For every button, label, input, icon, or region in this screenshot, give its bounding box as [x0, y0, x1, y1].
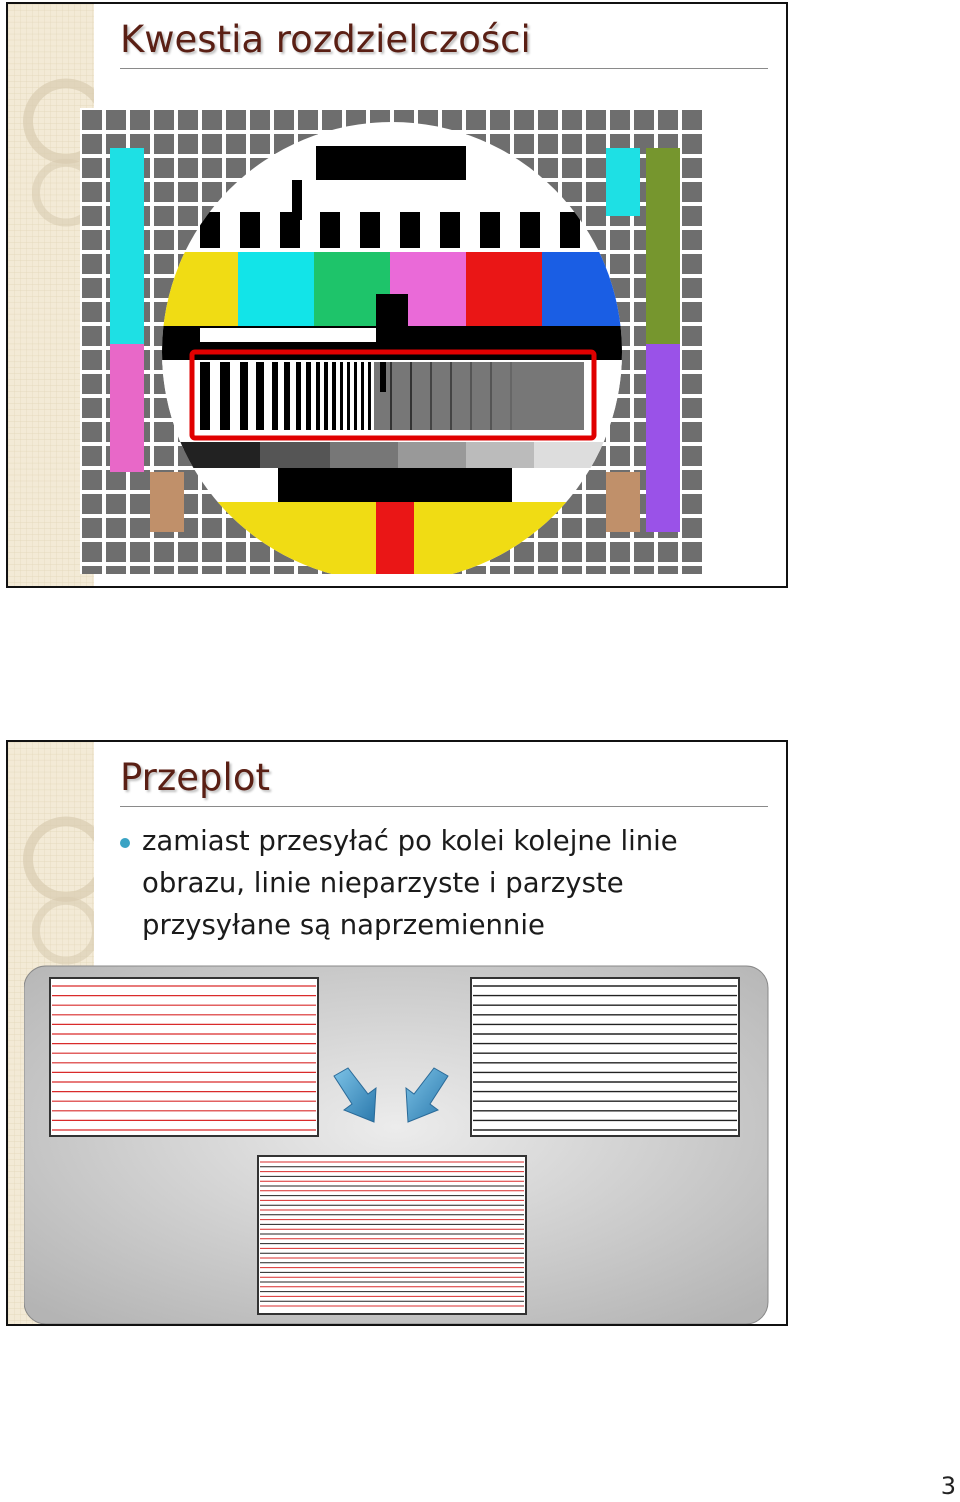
title-divider — [120, 68, 768, 69]
even-lines-frame — [470, 977, 740, 1137]
combined-frame — [257, 1155, 527, 1315]
arrow-left-icon — [333, 1067, 377, 1123]
slide-title: Przeplot — [120, 756, 270, 799]
slide-2: Przeplot zamiast przesyłać po kolei kole… — [6, 740, 788, 1326]
resolution-highlight-box — [189, 349, 597, 441]
bullet-icon — [120, 838, 130, 848]
interlace-diagram — [24, 965, 769, 1324]
slide-1: Kwestia rozdzielczości — [6, 2, 788, 588]
tv-test-card-image — [80, 108, 706, 574]
title-divider — [120, 806, 768, 807]
slide-title: Kwestia rozdzielczości — [120, 18, 531, 61]
page-number: 3 — [940, 1472, 956, 1500]
bullet-text: zamiast przesyłać po kolei kolejne linie… — [142, 825, 678, 941]
arrow-right-icon — [405, 1067, 449, 1123]
slide-decoration — [8, 4, 94, 586]
odd-lines-frame — [49, 977, 319, 1137]
